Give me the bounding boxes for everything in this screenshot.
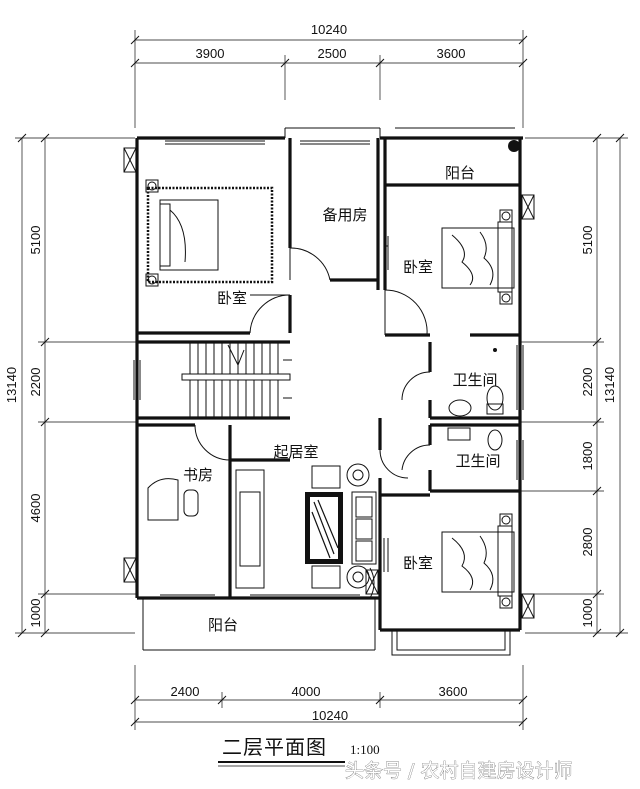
markers [123, 140, 535, 619]
dim-left-seg-2: 2200 [28, 368, 43, 397]
room-label-bathroom-lower: 卫生间 [455, 452, 500, 470]
dim-left-seg-3: 4600 [28, 494, 43, 523]
room-label-bathroom-upper: 卫生间 [452, 371, 497, 389]
dim-top-seg-3: 3600 [437, 46, 466, 61]
drawing-title: 二层平面图 1:100 [218, 735, 380, 767]
bed-icon-right-upper [441, 209, 515, 305]
bed-icon-right-lower [441, 513, 515, 609]
room-label-bedroom-right-lower: 卧室 [403, 554, 433, 572]
room-labels: 卧室 备用房 阳台 卧室 卫生间 卫生间 起居室 书房 卧室 阳台 [183, 164, 501, 634]
bathroom-fixtures [447, 348, 504, 451]
windows [133, 140, 524, 596]
room-label-bedroom-right-upper: 卧室 [403, 258, 433, 276]
plan-title: 二层平面图 [222, 735, 327, 759]
room-label-bedroom-top-left: 卧室 [217, 289, 247, 307]
dim-bottom-seg-1: 2400 [171, 684, 200, 699]
room-label-balcony-top: 阳台 [445, 164, 475, 182]
bottom-dimensions: 2400 4000 3600 10240 [130, 665, 528, 730]
room-label-living-room: 起居室 [273, 443, 318, 461]
left-dimensions: 13140 5100 2200 4600 1000 [4, 133, 138, 638]
staircase [181, 342, 292, 418]
top-dimensions: 10240 3900 2500 3600 [130, 22, 528, 128]
dim-right-seg-5: 1000 [580, 599, 595, 628]
dim-top-seg-1: 3900 [196, 46, 225, 61]
room-label-spare-room: 备用房 [322, 206, 367, 224]
dim-top-seg-2: 2500 [318, 46, 347, 61]
living-room-furniture [235, 463, 377, 589]
room-label-study: 书房 [183, 466, 213, 484]
study-furniture [147, 478, 199, 521]
dim-left-total: 13140 [4, 367, 19, 403]
bed-icon-top-left [145, 179, 274, 287]
watermark: 头条号 / 农村自建房设计师 [345, 760, 573, 783]
dim-bottom-total: 10240 [312, 708, 348, 723]
watermark-text: 头条号 / 农村自建房设计师 [345, 760, 572, 782]
dim-right-total: 13140 [602, 367, 617, 403]
dim-bottom-seg-2: 4000 [292, 684, 321, 699]
dim-left-seg-4: 1000 [28, 599, 43, 628]
dim-right-seg-4: 2800 [580, 528, 595, 557]
dim-right-seg-3: 1800 [580, 442, 595, 471]
room-label-balcony-bottom: 阳台 [208, 616, 238, 634]
dim-top-total: 10240 [311, 22, 347, 37]
plan-scale: 1:100 [350, 742, 380, 757]
right-dimensions: 5100 2200 1800 2800 1000 13140 [520, 133, 628, 638]
dim-bottom-seg-3: 3600 [439, 684, 468, 699]
dim-left-seg-1: 5100 [28, 226, 43, 255]
dim-right-seg-1: 5100 [580, 226, 595, 255]
dim-right-seg-2: 2200 [580, 368, 595, 397]
doors [194, 247, 431, 599]
